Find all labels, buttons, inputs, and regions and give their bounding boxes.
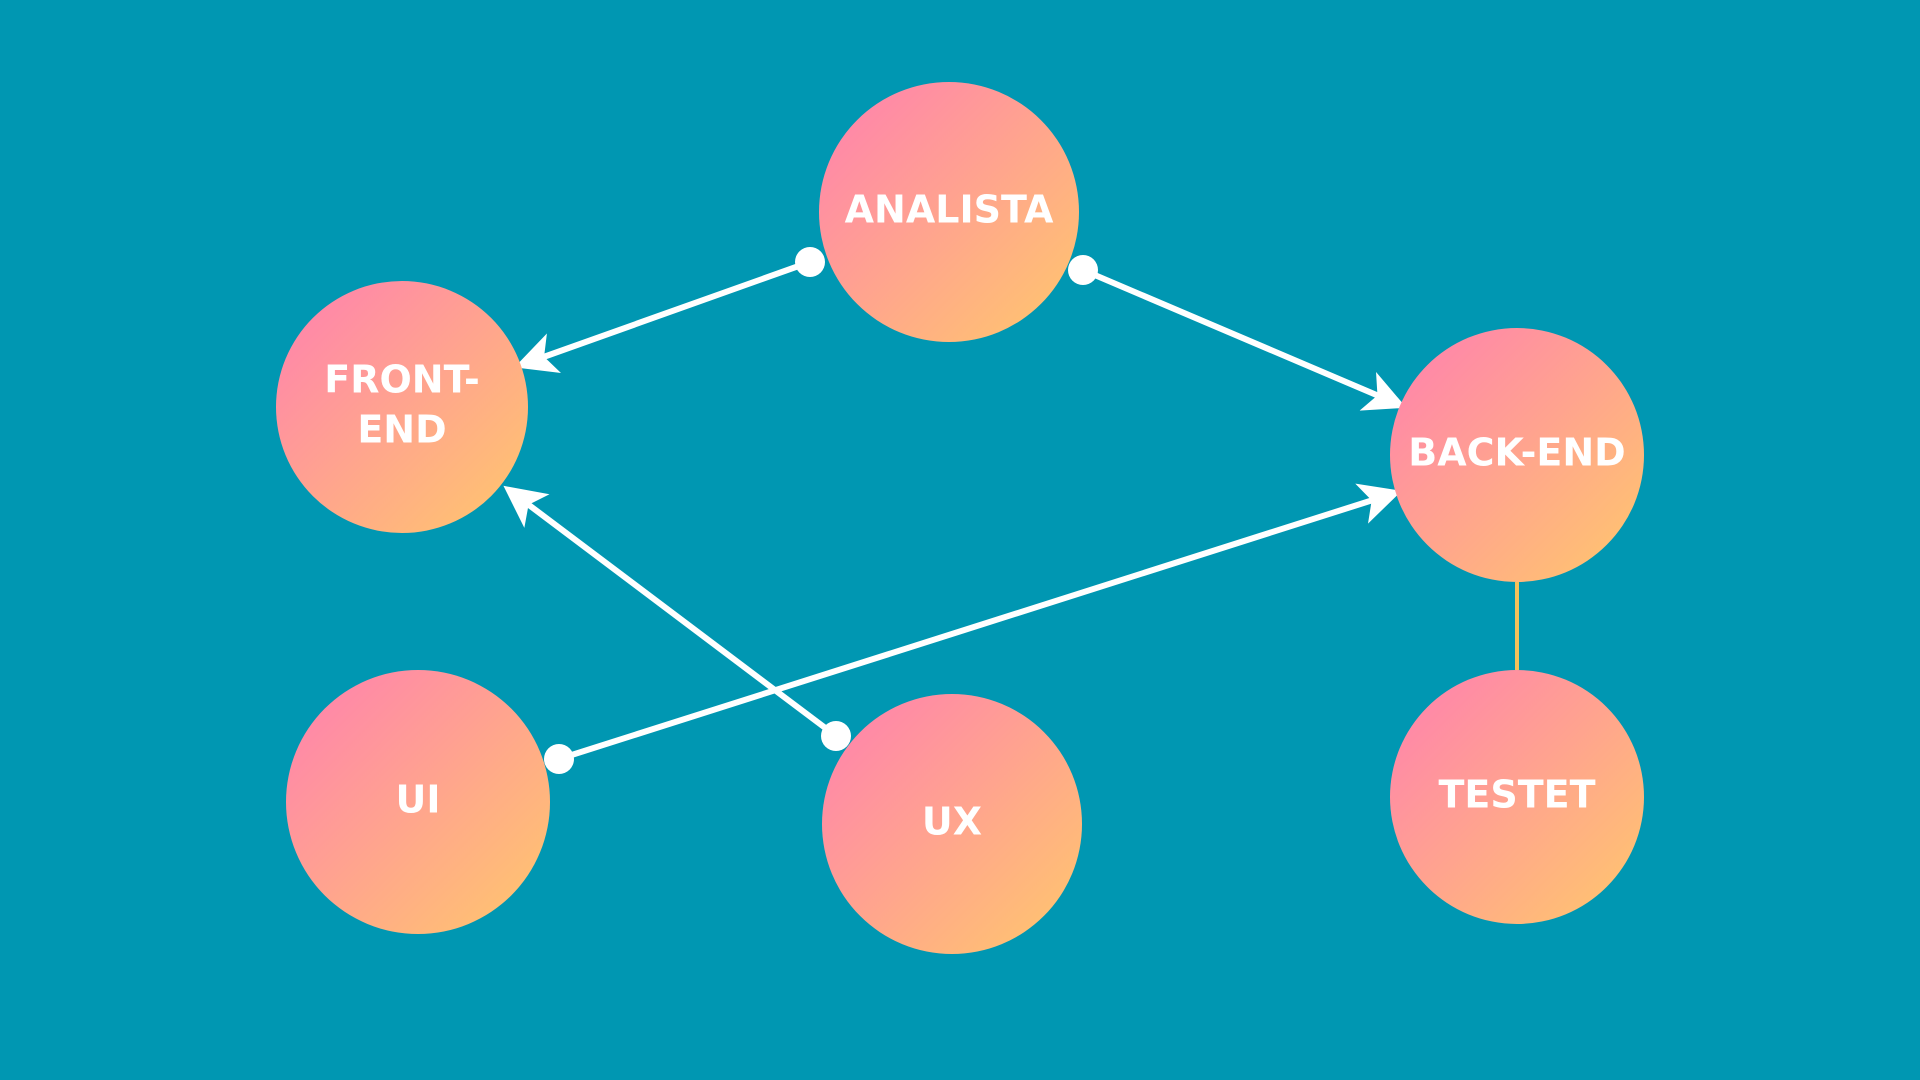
- node-label-front-end-line-1: FRONT-: [324, 358, 479, 402]
- node-label-front-end-line-2: END: [357, 408, 446, 452]
- edge-start-dot-ui: [544, 744, 574, 774]
- edge-start-dot-analista: [1068, 255, 1098, 285]
- node-ui: UI: [286, 670, 550, 934]
- node-circle-back-end: [1390, 328, 1644, 582]
- edge-analista-to-front-end: [514, 259, 812, 374]
- edge-analista-to-back-end: [1081, 267, 1407, 411]
- node-back-end: BACK-END: [1390, 328, 1644, 582]
- node-circle-ux: [822, 694, 1082, 954]
- node-ux: UX: [822, 694, 1082, 954]
- node-circle-front-end: [276, 281, 528, 533]
- nodes-layer: ANALISTA FRONT- END BACK-END UI UX TESTET: [276, 82, 1644, 954]
- edge-start-dot-ux: [821, 721, 851, 751]
- node-analista: ANALISTA: [819, 82, 1079, 342]
- node-circle-analista: [819, 82, 1079, 342]
- edge-ux-to-front-end: [503, 485, 838, 739]
- edge-ui-to-back-end: [558, 483, 1402, 762]
- node-circle-testet: [1390, 670, 1644, 924]
- edges-layer: [503, 247, 1519, 774]
- node-circle-ui: [286, 670, 550, 934]
- node-label-ux: UX: [922, 800, 982, 844]
- node-testet: TESTET: [1390, 670, 1644, 924]
- node-label-back-end: BACK-END: [1408, 431, 1625, 475]
- node-label-analista: ANALISTA: [845, 188, 1054, 232]
- node-front-end: FRONT- END: [276, 281, 528, 533]
- node-label-ui: UI: [396, 778, 441, 822]
- node-label-testet: TESTET: [1438, 773, 1595, 817]
- edge-start-dot-analista: [795, 247, 825, 277]
